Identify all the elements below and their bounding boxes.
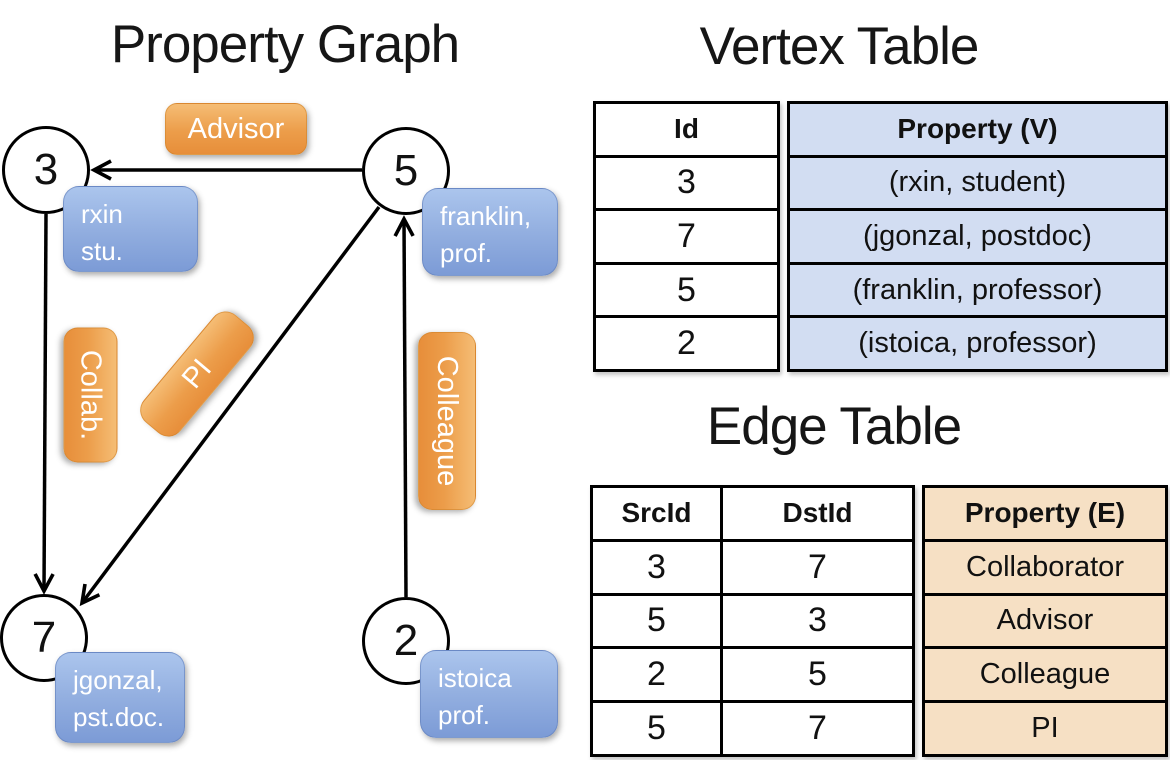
vertex-table-header-id: Id <box>674 113 699 145</box>
table-cell: 5 <box>808 655 827 694</box>
vertex-table-id-column: Id 3 7 5 2 <box>593 101 780 372</box>
graph-node-2: 2 <box>362 597 450 685</box>
table-cell: 3 <box>596 154 777 209</box>
vertex-property-line: prof. <box>438 699 491 730</box>
vertex-property-line: rxin <box>81 199 123 229</box>
edge-label-colleague: Colleague <box>418 332 476 510</box>
vertex-property-jgonzal: jgonzal, pst.doc. <box>55 652 185 743</box>
table-cell: (istoica, professor) <box>790 315 1165 369</box>
edge-5-to-7 <box>79 205 381 607</box>
edge-table-property-column: Property (E) Collaborator Advisor Collea… <box>922 485 1168 757</box>
vertex-property-franklin: franklin, prof. <box>422 188 558 276</box>
edge-table-header-dstid: DstId <box>782 497 853 529</box>
property-graph-title: Property Graph <box>110 15 460 74</box>
vertex-property-rxin: rxin stu. <box>63 186 198 272</box>
table-cell: (franklin, professor) <box>790 261 1165 316</box>
table-cell: (jgonzal, postdoc) <box>790 208 1165 262</box>
graph-edges-svg <box>33 159 415 607</box>
edge-3-to-7 <box>33 213 55 595</box>
table-cell: 5 <box>596 261 777 316</box>
table-cell: 7 <box>596 208 777 262</box>
table-cell: 2 <box>593 649 723 701</box>
node-id-label: 2 <box>393 616 419 665</box>
table-cell: 7 <box>808 547 827 586</box>
node-id-label: 3 <box>33 145 59 194</box>
graph-node-5: 5 <box>362 127 450 215</box>
table-cell: 3 <box>593 541 723 593</box>
vertex-property-istoica: istoica prof. <box>420 650 558 738</box>
vertex-property-line: franklin, <box>440 201 532 231</box>
vertex-property-line: pst.doc. <box>73 701 165 732</box>
edge-label-advisor: Advisor <box>165 103 307 155</box>
vertex-table-property-column: Property (V) (rxin, student) (jgonzal, p… <box>787 101 1168 372</box>
table-cell: Advisor <box>925 592 1165 647</box>
table-cell: Colleague <box>925 646 1165 700</box>
edge-table-header-property: Property (E) <box>964 497 1126 529</box>
table-cell: 2 <box>596 315 777 369</box>
vertex-property-line: stu. <box>81 235 123 266</box>
vertex-table-title: Vertex Table <box>699 17 980 76</box>
table-cell: 7 <box>808 709 827 748</box>
vertex-property-line: jgonzal, <box>73 665 163 695</box>
table-cell: 5 <box>593 595 723 647</box>
vertex-property-line: istoica <box>438 663 512 693</box>
table-cell: 3 <box>808 601 827 640</box>
table-cell: PI <box>925 700 1165 754</box>
edge-table-title: Edge Table <box>706 397 962 456</box>
table-cell: Collaborator <box>925 538 1165 593</box>
vertex-table-header-property: Property (V) <box>897 113 1058 145</box>
edge-table-id-columns: SrcId DstId 3 7 5 3 2 5 5 7 <box>590 485 915 757</box>
table-cell: 5 <box>593 703 723 754</box>
node-id-label: 5 <box>393 146 419 195</box>
node-id-label: 7 <box>31 613 57 662</box>
table-cell: (rxin, student) <box>790 154 1165 209</box>
vertex-property-line: prof. <box>440 237 493 268</box>
edge-2-to-5 <box>393 215 415 598</box>
edge-label-collab: Collab. <box>63 327 118 463</box>
edge-table-header-srcid: SrcId <box>593 488 723 539</box>
